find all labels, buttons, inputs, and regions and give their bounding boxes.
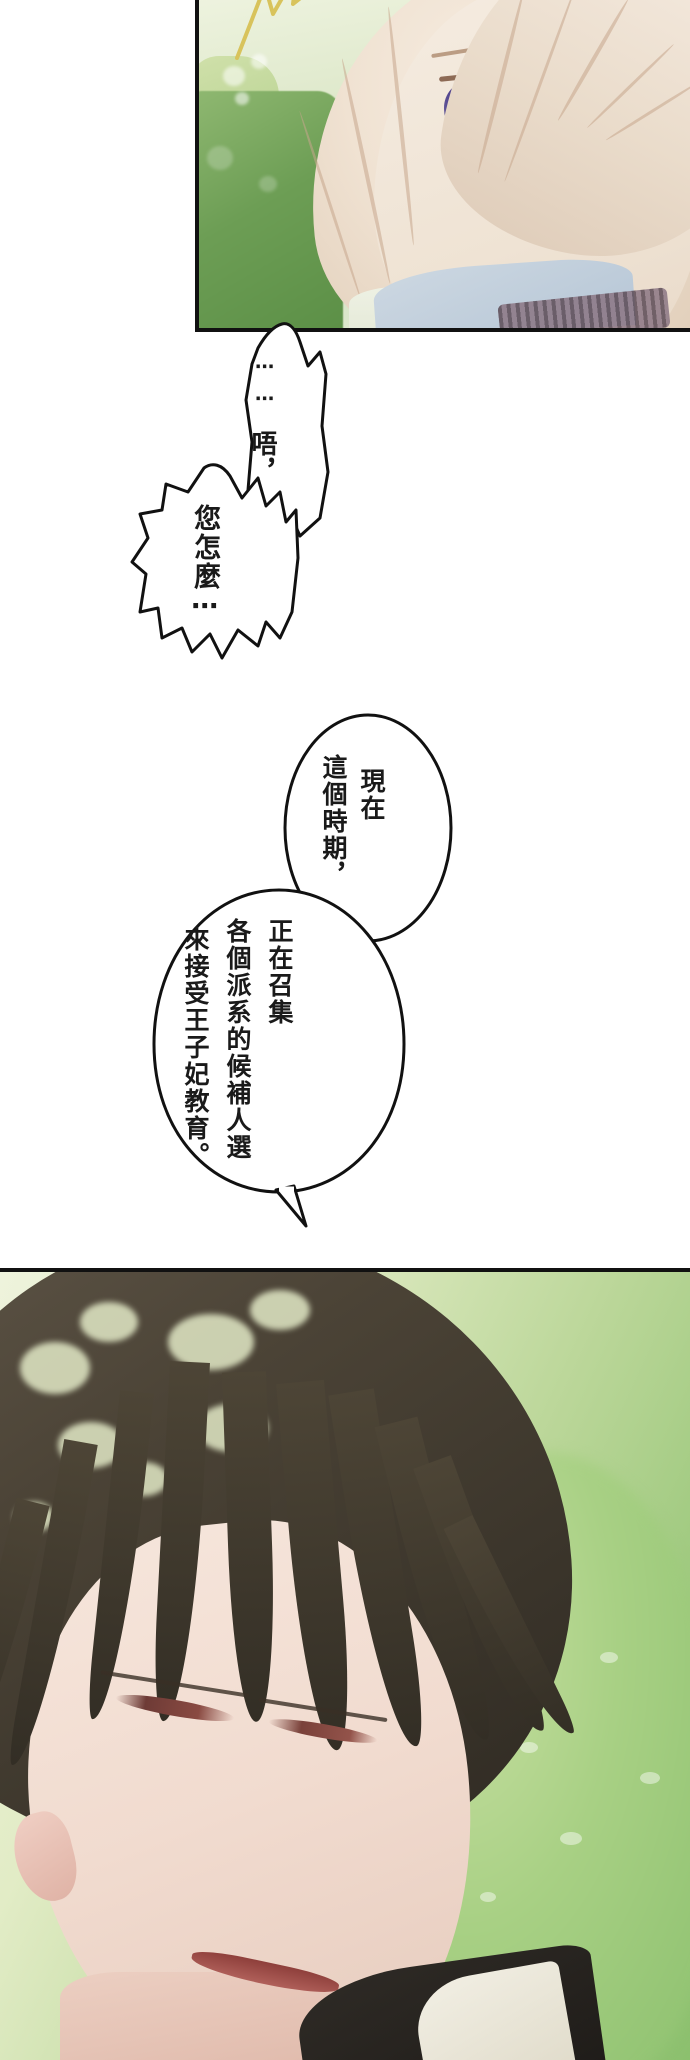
bubble-3-col-2: 這個時期，	[319, 754, 348, 889]
bubble-1-dots: ⋯⋯	[253, 356, 276, 420]
dappled-light	[250, 1290, 310, 1330]
bubble-4-col-3: 來接受王子妃教育。	[181, 926, 210, 1169]
panel-top-blonde-girl	[195, 0, 690, 332]
bubble-3-col-1: 現在	[357, 768, 386, 822]
speech-bubble-3: 這個時期， 現在	[282, 712, 454, 944]
panel-bottom-dark-haired-man	[0, 1268, 690, 2060]
speech-bubble-1: ⋯⋯ 唔，	[196, 322, 376, 552]
bokeh-dot	[223, 66, 245, 86]
dappled-light	[168, 1314, 254, 1370]
bubble-4-col-1: 正在召集	[265, 918, 294, 1026]
bokeh-dot	[259, 176, 277, 192]
grass-speck	[520, 1742, 538, 1753]
bubble-4-shape	[152, 888, 406, 1228]
bokeh-dot	[251, 54, 267, 69]
bokeh-dot	[207, 146, 233, 170]
bubble-1-text: 唔，	[247, 430, 278, 486]
grass-speck	[560, 1832, 582, 1845]
bokeh-dot	[235, 92, 249, 105]
grass-speck	[600, 1652, 618, 1663]
dappled-light	[80, 1302, 138, 1342]
grass-speck	[640, 1772, 660, 1784]
dappled-light	[20, 1342, 90, 1394]
bubble-4-col-2: 各個派系的候補人選	[223, 918, 252, 1161]
impact-flash-lines-icon	[235, 0, 302, 60]
grass-speck	[480, 1892, 496, 1902]
bubble-2-text: 您怎麼⋯	[189, 504, 221, 624]
speech-bubble-4: 來接受王子妃教育。 各個派系的候補人選 正在召集	[148, 886, 410, 1230]
bubble-2-shape	[130, 463, 300, 660]
speech-bubble-2: 您怎麼⋯	[118, 462, 338, 692]
